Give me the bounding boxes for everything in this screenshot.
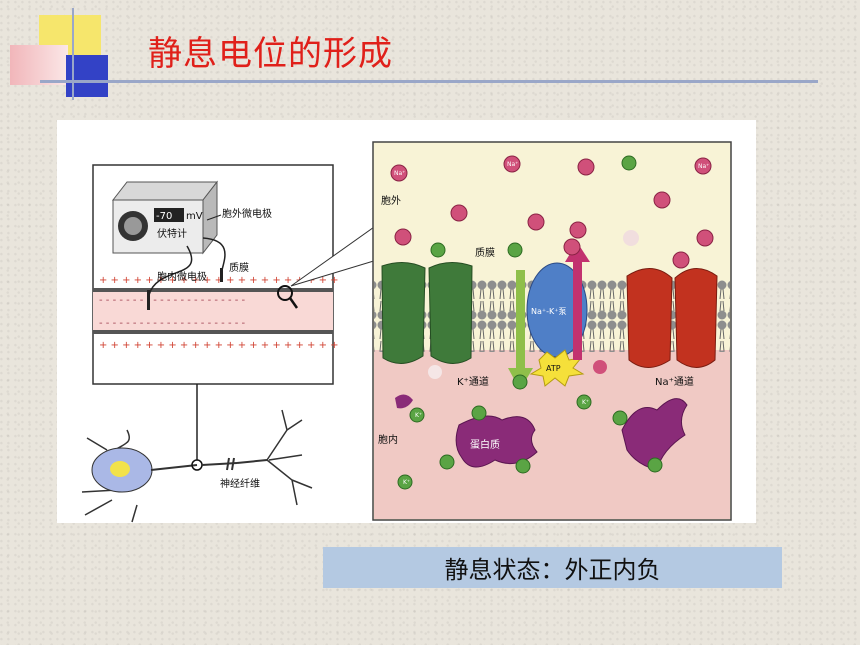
caption-box: 静息状态：外正内负 [323, 547, 782, 588]
deco-pink-square [10, 45, 68, 85]
slide-title: 静息电位的形成 [148, 34, 393, 74]
na-ions-outside [390, 155, 714, 269]
figure-panel: + + + + + + + + + + + + + + + + + + + + … [57, 120, 756, 523]
protein-blob-small [395, 394, 413, 409]
k-ions-outside [430, 155, 637, 258]
na-out-arrow [573, 260, 582, 360]
svg-text:+ + + + + + + + + + + + + + +: + + + + + + + + + + + + + + + + + + + + … [99, 275, 339, 286]
svg-text:- - - - - - - - - - - - - - -: - - - - - - - - - - - - - - - - - - - - … [99, 318, 246, 329]
svg-text:- - - - - - - - - - - - - - -: - - - - - - - - - - - - - - - - - - - - … [99, 295, 246, 306]
outside-label: 胞外 [381, 195, 401, 207]
magnifier-icon [277, 285, 293, 301]
meter-unit: mV [186, 211, 203, 222]
protein-blob [455, 415, 538, 468]
meter-reading: -70 [156, 211, 172, 222]
left-membrane-label: 质膜 [229, 262, 249, 274]
k-in-arrow [516, 270, 525, 370]
k-channel [381, 262, 473, 364]
voltmeter [111, 180, 219, 255]
nerve-fiber-label: 神经纤维 [220, 477, 260, 490]
na-channel-label: Na⁺通道 [655, 375, 694, 388]
right-membrane-label: 质膜 [475, 247, 495, 259]
na-ion-inside [593, 360, 607, 374]
na-ion-label-3: Na⁺ [698, 163, 709, 170]
na-ion-label-1: Na⁺ [394, 170, 405, 177]
pump-label: Na⁺-K⁺泵 [531, 307, 566, 316]
atp-burst [529, 349, 585, 387]
meter-label: 伏特计 [157, 227, 187, 240]
k-ion-label-2: K⁺ [582, 399, 589, 406]
k-ions-inside [397, 374, 663, 490]
k-ion-label-1: K⁺ [415, 412, 422, 419]
k-ion-label-3: K⁺ [403, 479, 410, 486]
outer-electrode-label: 胞外微电极 [222, 207, 272, 220]
protein-label: 蛋白质 [470, 438, 500, 451]
inside-label: 胞内 [378, 433, 398, 446]
deco-vertical-line [72, 8, 74, 100]
faded-ion [623, 230, 639, 246]
atp-label: ATP [546, 364, 561, 373]
svg-text:+ + + + + + + + + + + + + + +: + + + + + + + + + + + + + + + + + + + + … [99, 340, 339, 351]
faded-ion-inside [428, 365, 442, 379]
neuron [81, 409, 313, 523]
na-channel [626, 268, 718, 368]
membrane-diagram: + + + + + + + + + + + + + + + + + + + + … [81, 141, 732, 523]
title-underline [40, 80, 818, 83]
inner-electrode-label: 胞内微电极 [157, 270, 207, 283]
left-membrane-band [93, 288, 333, 334]
k-channel-label: K⁺通道 [457, 375, 489, 388]
na-ion-label-2: Na⁺ [507, 161, 518, 168]
